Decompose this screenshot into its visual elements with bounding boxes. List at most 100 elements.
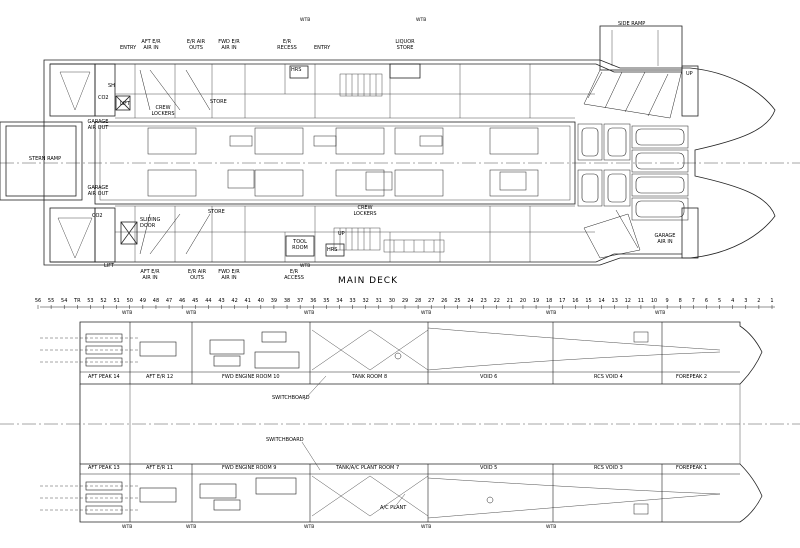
frame-number: 35 (323, 298, 330, 304)
frame-number: 45 (192, 298, 199, 304)
hull-lower (79, 463, 763, 523)
frame-number: 44 (205, 298, 212, 304)
frame-number: 26 (441, 298, 448, 304)
frame-number: 6 (704, 298, 709, 304)
frame-tick-marks (37, 305, 773, 309)
frame-number: 36 (310, 298, 317, 304)
frame-number: 21 (506, 298, 514, 304)
lower-hull-plan (0, 321, 800, 523)
frame-number: 2 (757, 298, 761, 304)
frame-number: 49 (139, 298, 147, 304)
aft-lobby-stbd (49, 207, 96, 263)
frame-number: 33 (349, 298, 356, 304)
hrs-label-bottom: HRS (327, 247, 338, 253)
crew-lockers-top: CREW LOCKERS (151, 105, 175, 117)
co2-label-top: CO2 (98, 95, 109, 101)
hull-wtb-upper-5: WTB (546, 311, 557, 316)
er-recess-label: E/R RECESS (277, 39, 297, 51)
room-aft-peak-13: AFT PEAK 13 (88, 465, 120, 471)
hull-wtb-lower-1: WTB (122, 525, 133, 530)
frame-number: 28 (414, 298, 422, 304)
frame-number: 1 (770, 298, 774, 304)
lift-shaft-port (115, 95, 131, 111)
frame-number: 4 (731, 298, 735, 304)
frame-number: 50 (126, 298, 133, 304)
er-air-outs-top: E/R AIR OUTS (186, 39, 206, 51)
frame-number: 32 (362, 298, 369, 304)
fwd-er-air-in-bottom: FWD E/R AIR IN (218, 269, 240, 281)
frame-number: 42 (231, 298, 238, 304)
aft-er-air-in-bottom: AFT E/R AIR IN (140, 269, 160, 281)
frame-number: 47 (165, 298, 173, 304)
vehicle-garage (94, 121, 576, 205)
frame-number: 46 (178, 298, 186, 304)
frame-number: 9 (665, 298, 669, 304)
frame-number: 3 (744, 298, 748, 304)
room-aft-er-11: AFT E/R 11 (146, 465, 174, 471)
frame-number: 40 (257, 298, 264, 304)
frame-number: 25 (454, 298, 461, 304)
frame-number: 15 (585, 298, 592, 304)
er-access-label: E/R ACCESS (284, 269, 304, 281)
room-fwd-engine-room-9: FWD ENGINE ROOM 9 (222, 465, 277, 471)
frame-number: 43 (218, 298, 225, 304)
hull-wtb-upper-4: WTB (421, 311, 432, 316)
frame-number: 37 (296, 298, 304, 304)
hull-wtb-upper-6: WTB (655, 311, 666, 316)
main-deck-hull-outline (43, 59, 776, 266)
hull-upper (79, 321, 763, 385)
garage-air-out-top: GARAGE AIR OUT (87, 119, 109, 131)
room-void-6: VOID 6 (480, 374, 498, 380)
room-rcs-void-4: RCS VOID 4 (594, 374, 623, 380)
frame-number: 13 (611, 298, 618, 304)
er-air-outs-bottom: E/R AIR OUTS (187, 269, 207, 281)
frame-number: 56 (34, 298, 42, 304)
garage-air-in-label: GARAGE AIR IN (654, 233, 676, 245)
frame-number: 34 (336, 298, 343, 304)
hull-wtb-lower-3: WTB (304, 525, 315, 530)
main-deck-title: MAIN DECK (338, 276, 398, 286)
frame-number: 53 (87, 298, 94, 304)
frame-number: 23 (480, 298, 487, 304)
crew-lockers-bottom: CREW LOCKERS (353, 205, 377, 217)
stern-ramp (0, 121, 83, 201)
main-deck-wtb-3: WTB (300, 264, 311, 269)
lift-label-bottom: LIFT (104, 263, 115, 269)
hrs-label-top: HRS (291, 67, 302, 73)
garage-air-out-bottom: GARAGE AIR OUT (87, 185, 109, 197)
aft-er-air-in-top: AFT E/R AIR IN (141, 39, 161, 51)
liquor-store-label: LIQUOR STORE (395, 39, 415, 51)
side-ramp (599, 25, 683, 71)
frame-number: 8 (678, 298, 682, 304)
room-forepeak-2: FOREPEAK 2 (676, 374, 708, 380)
store-label-top: STORE (210, 99, 227, 105)
frame-number: 17 (559, 298, 566, 304)
room-aft-peak-14: AFT PEAK 14 (88, 374, 120, 380)
store-label-bottom: STORE (208, 209, 225, 215)
lift-label-top: LIFT (120, 101, 131, 107)
frame-number: 7 (691, 298, 695, 304)
bow-up-label: UP (686, 71, 693, 77)
room-tank-room-8: TANK ROOM 8 (352, 374, 388, 380)
hull-wtb-lower-5: WTB (546, 525, 557, 530)
frame-number: 14 (598, 298, 605, 304)
stair-stbd (333, 227, 445, 253)
room-tank-ac-plant-room-7: TANK/A/C PLANT ROOM 7 (336, 465, 400, 471)
side-ramp-label: SIDE RAMP (618, 21, 646, 27)
fwd-er-air-in-top: FWD E/R AIR IN (218, 39, 240, 51)
main-deck-plan (0, 25, 800, 266)
frame-number: 39 (270, 298, 278, 304)
hull-wtb-upper-3: WTB (304, 311, 315, 316)
room-forepeak-1: FOREPEAK 1 (676, 465, 708, 471)
frame-number: 30 (388, 298, 396, 304)
hull-wtb-lower-2: WTB (186, 525, 197, 530)
frame-number: 38 (283, 298, 291, 304)
hull-wtb-upper-1: WTB (122, 311, 133, 316)
frame-number: 22 (493, 298, 500, 304)
stair-port (339, 73, 383, 97)
lift-shaft-stbd (120, 221, 138, 245)
co2-label-bottom: CO2 (92, 213, 103, 219)
main-deck-wtb-1: WTB (300, 18, 311, 23)
frame-number: 20 (519, 298, 527, 304)
